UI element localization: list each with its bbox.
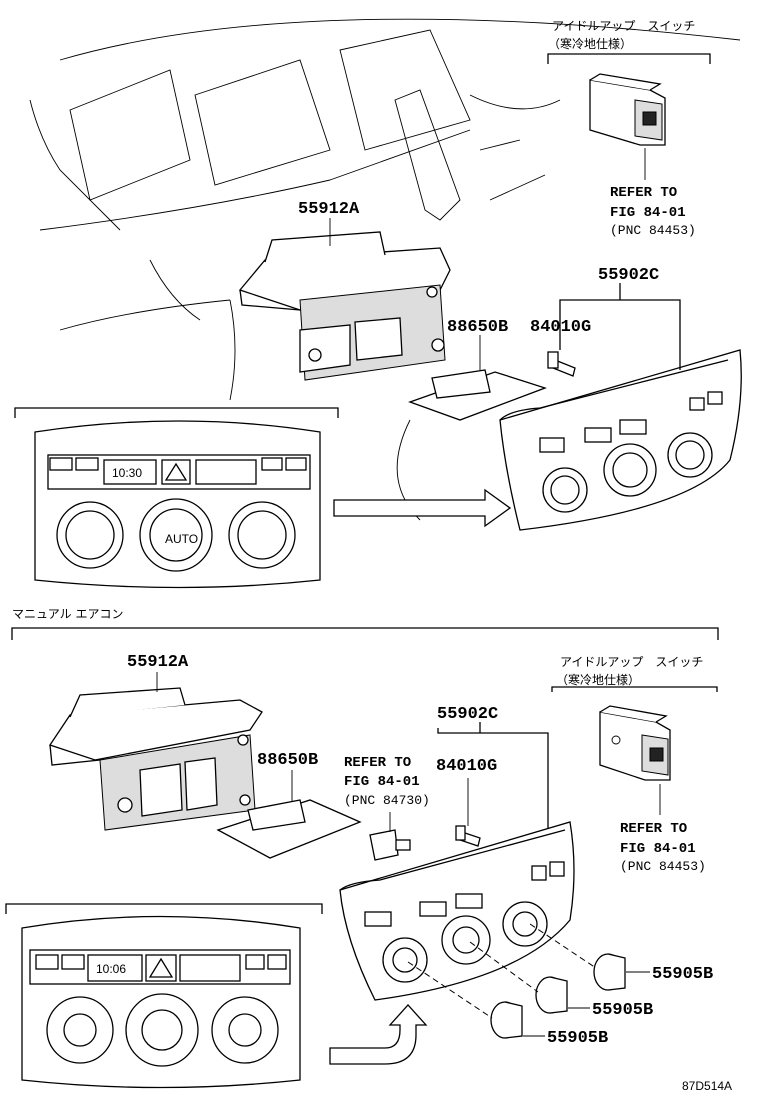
part-55902C-upper: 55902C (598, 266, 659, 285)
connector-lower (369, 829, 411, 861)
control-case-lower (48, 687, 263, 831)
part-84010G-lower: 84010G (436, 757, 497, 776)
part-55905B-2: 55905B (592, 1001, 653, 1020)
panel-overview-lower (21, 915, 301, 1089)
arrow-lower (329, 1004, 428, 1065)
idle-switch-label-lower: アイドルアップ スイッチ (560, 655, 703, 669)
panel-overview-upper (34, 420, 321, 589)
part-55902C-lower: 55902C (437, 705, 498, 724)
part-55912A-lower: 55912A (127, 653, 189, 672)
sensor-lower (455, 825, 481, 847)
refer-fig-lower-right: FIG 84-01 (620, 841, 696, 857)
part-55912A-upper: 55912A (298, 200, 360, 219)
idle-switch-sublabel-upper: （寒冷地仕様） (548, 36, 632, 51)
refer-fig-upper: FIG 84-01 (610, 205, 686, 221)
amplifier-upper (408, 369, 547, 421)
refer-to-lower-right: REFER TO (620, 821, 687, 837)
knob-3 (490, 1001, 523, 1039)
idle-switch-sublabel-lower: （寒冷地仕様） (556, 672, 640, 687)
arrow-upper (333, 488, 512, 528)
part-55905B-1: 55905B (652, 965, 713, 984)
diagram-code: 87D514A (682, 1079, 732, 1093)
amplifier-lower (216, 799, 362, 859)
part-84010G-upper: 84010G (530, 318, 591, 337)
idle-switch-upper (589, 73, 666, 146)
panel-time-upper: 10:30 (112, 466, 142, 480)
control-panel-lower (339, 821, 575, 1001)
refer-to-lower-center: REFER TO (344, 755, 411, 771)
panel-auto-upper: AUTO (165, 532, 198, 546)
refer-to-upper: REFER TO (610, 185, 677, 201)
refer-pnc-lower-right: (PNC 84453) (620, 859, 706, 874)
idle-switch-lower (599, 705, 671, 781)
part-88650B-lower: 88650B (257, 751, 318, 770)
control-panel-upper (499, 349, 742, 531)
section-title-manual-ac: マニュアル エアコン (12, 607, 123, 621)
panel-time-lower: 10:06 (96, 962, 126, 976)
knob-2 (535, 976, 568, 1014)
idle-switch-label-upper: アイドルアップ スイッチ (552, 19, 695, 33)
knob-1 (593, 953, 626, 991)
sensor-upper (547, 351, 576, 377)
part-55905B-3: 55905B (547, 1029, 608, 1048)
refer-fig-lower-center: FIG 84-01 (344, 774, 420, 790)
control-case-upper (238, 231, 451, 381)
refer-pnc-lower-center: (PNC 84730) (344, 793, 430, 808)
refer-pnc-upper: (PNC 84453) (610, 223, 696, 238)
dashboard-outline (29, 18, 741, 521)
part-88650B-upper: 88650B (447, 318, 508, 337)
